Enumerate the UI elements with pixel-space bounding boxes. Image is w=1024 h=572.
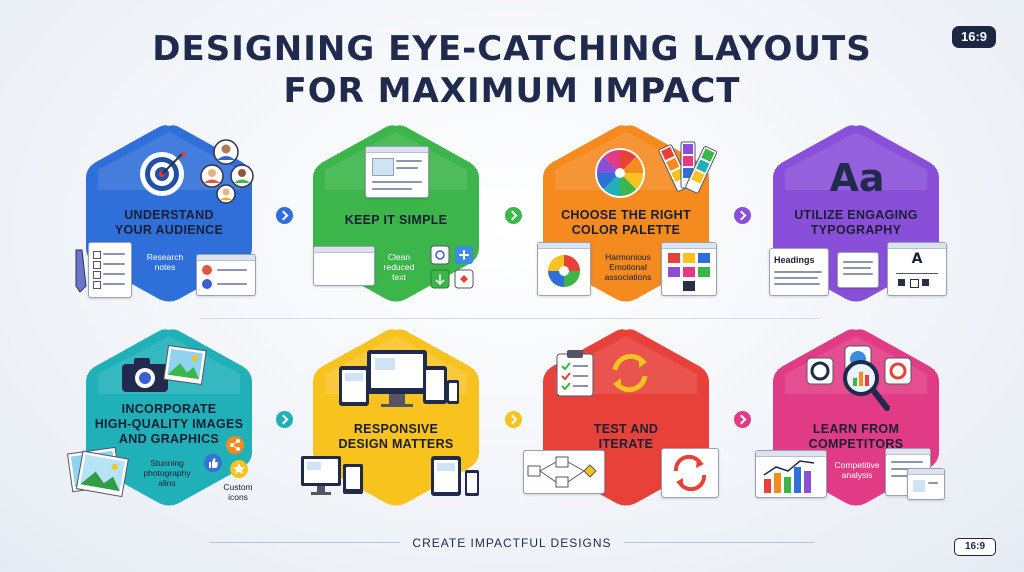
step-card-understand-audience: UNDERSTAND YOUR AUDIENCE Research notes — [75, 120, 258, 306]
aspect-ratio-badge: 16:9 — [952, 26, 996, 48]
monitor-icon — [301, 456, 363, 495]
type-scale-icon: A — [887, 242, 947, 296]
step-title-line: RESPONSIVE — [353, 422, 439, 436]
refresh-window-icon — [661, 448, 719, 498]
page-title: DESIGNING EYE-CATCHING LAYOUTS FOR MAXIM… — [0, 28, 1024, 112]
clipboard-checklist-icon — [556, 350, 594, 397]
profile-card-icon — [196, 254, 256, 296]
step-title-line: INCORPORATE — [121, 402, 217, 416]
tool-icons — [430, 245, 474, 289]
step-title-line: UTILIZE ENGAGING — [794, 208, 918, 222]
footer-divider-right — [624, 542, 814, 543]
step-note: Competitive — [834, 460, 880, 470]
text-block-icon — [837, 252, 879, 288]
type-scale-letter: A — [911, 251, 923, 267]
report-window-icon-2 — [907, 468, 945, 500]
headings-label: Headings — [774, 255, 815, 265]
step-card-responsive-design: RESPONSIVE DESIGN MATTERS — [301, 324, 485, 510]
step-note: icons — [228, 492, 248, 502]
headings-card-icon: Headings — [769, 248, 829, 296]
step-title-line: AND GRAPHICS — [118, 432, 220, 446]
step-title-line: COMPETITORS — [808, 437, 904, 451]
photo-stack-icon — [66, 446, 129, 498]
step-card-keep-simple: KEEP IT SIMPLE Clean reduced text — [307, 120, 485, 306]
step-card-learn-competitors: LEARN FROM COMPETITORS Competitive analy… — [755, 324, 945, 510]
step-note: text — [392, 272, 406, 282]
step-title-line: LEARN FROM — [812, 422, 900, 436]
color-wheel-icon — [595, 148, 645, 198]
refresh-cycle-icon — [612, 353, 648, 393]
share-icon — [226, 436, 244, 454]
step-title-line: DESIGN MATTERS — [338, 437, 454, 451]
step-note: Stunning — [150, 458, 184, 468]
color-wheel-card-icon — [537, 242, 591, 296]
audience-avatars-icon — [200, 139, 254, 204]
browser-window-icon — [365, 146, 429, 198]
step-title-line: COLOR PALETTE — [571, 223, 681, 237]
next-arrow-icon — [505, 411, 522, 428]
magnifier-icon — [843, 360, 890, 411]
like-icon — [204, 454, 222, 472]
step-title-line: HIGH-QUALITY IMAGES — [94, 417, 244, 431]
color-grid-icon — [661, 242, 717, 296]
step-note: Harmonious — [605, 252, 651, 262]
step-card-color-palette: CHOOSE THE RIGHT COLOR PALETTE Harmoniou… — [537, 120, 718, 306]
step-card-test-iterate: TEST AND ITERATE — [523, 324, 719, 510]
star-icon — [230, 460, 248, 478]
title-line-2: FOR MAXIMUM IMPACT — [283, 71, 741, 111]
step-note: photography — [143, 468, 191, 478]
bar-chart-icon — [755, 450, 827, 498]
step-note: analysis — [841, 470, 873, 480]
footer-caption: CREATE IMPACTFUL DESIGNS — [412, 536, 612, 550]
next-arrow-icon — [276, 411, 293, 428]
empty-window-icon — [313, 246, 375, 286]
next-arrow-icon — [734, 411, 751, 428]
title-line-1: DESIGNING EYE-CATCHING LAYOUTS — [152, 29, 872, 69]
step-note: notes — [154, 262, 176, 272]
step-title-line: YOUR AUDIENCE — [114, 223, 224, 237]
row-connector-line — [200, 318, 820, 319]
step-note: associations — [604, 272, 652, 282]
step-note: Clean — [387, 252, 411, 262]
checklist-icon — [88, 242, 132, 298]
step-note: alins — [158, 478, 176, 488]
typography-icon: Aa — [829, 156, 885, 200]
next-arrow-icon — [276, 207, 293, 224]
step-title-line: TYPOGRAPHY — [810, 223, 902, 237]
step-title-line: CHOOSE THE RIGHT — [561, 208, 691, 222]
step-card-typography: Aa UTILIZE ENGAGING TYPOGRAPHY Headings … — [767, 120, 947, 306]
devices-icon — [339, 350, 459, 407]
footer-aspect-badge: 16:9 — [954, 538, 996, 556]
step-note: Research — [146, 252, 184, 262]
target-icon — [140, 152, 186, 196]
pencil-icon — [75, 249, 87, 293]
step-title-line: UNDERSTAND — [124, 208, 214, 222]
tablet-icon — [431, 456, 479, 496]
camera-icon — [122, 358, 168, 392]
next-arrow-icon — [505, 207, 522, 224]
footer-divider-left — [210, 542, 400, 543]
swatches-icon — [658, 141, 718, 194]
step-note: reduced — [383, 262, 415, 272]
next-arrow-icon — [734, 207, 751, 224]
flowchart-icon — [523, 450, 605, 494]
step-title-line: TEST AND — [593, 422, 659, 436]
step-title-line: KEEP IT SIMPLE — [344, 213, 448, 227]
landscape-photo-icon — [163, 344, 207, 386]
step-note: Custom — [223, 482, 253, 492]
step-card-images-graphics: INCORPORATE HIGH-QUALITY IMAGES AND GRAP… — [66, 324, 258, 510]
step-note: Emotional — [609, 262, 647, 272]
step-title-line: ITERATE — [598, 437, 654, 451]
